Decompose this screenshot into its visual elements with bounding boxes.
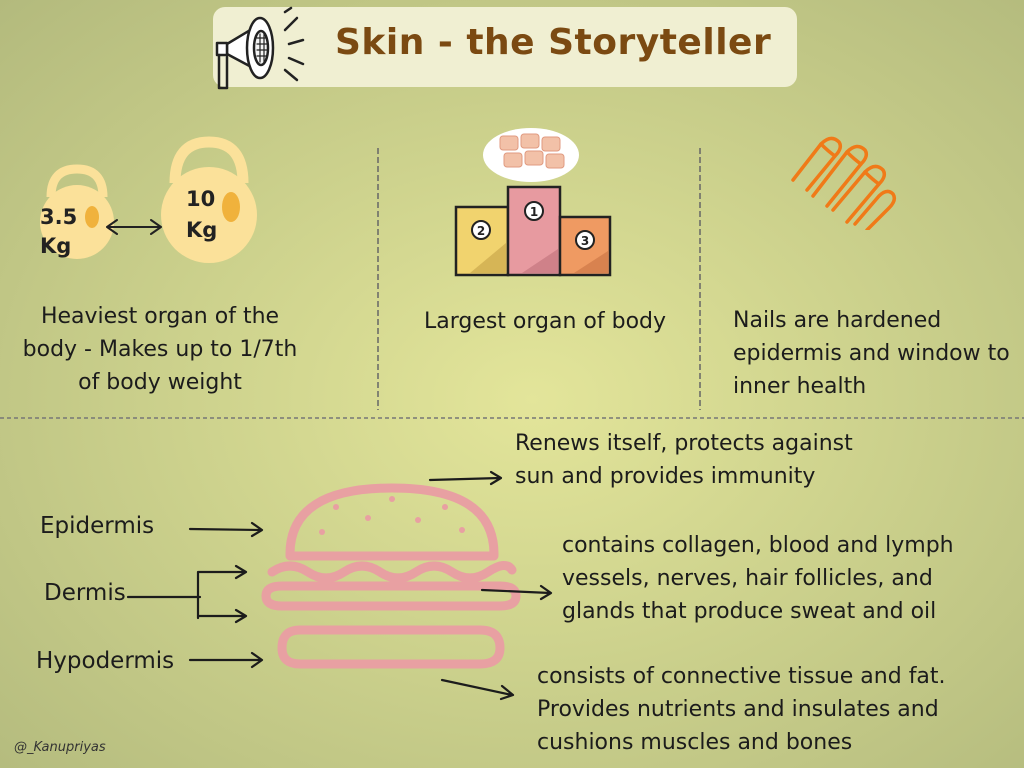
fact-largest-caption: Largest organ of body xyxy=(423,309,667,334)
burger-diagram xyxy=(126,470,553,701)
podium-rank-first: 1 xyxy=(530,205,538,219)
layer-description-epidermis: Renews itself, protects against sun and … xyxy=(515,431,853,489)
kettlebell-icon xyxy=(40,136,257,263)
arrow-hypodermis-desc xyxy=(440,678,515,701)
podium-icon: 2 1 3 xyxy=(454,128,612,277)
arrow-hypodermis xyxy=(188,651,264,669)
burger-sesame-seeds xyxy=(319,496,465,535)
megaphone-icon xyxy=(215,6,305,90)
podium-rank-third: 3 xyxy=(581,234,589,248)
layer-description-dermis: contains collagen, blood and lymph vesse… xyxy=(562,533,954,624)
small-weight-label: 3.5 Kg xyxy=(40,205,78,258)
nails-icon xyxy=(791,136,897,230)
arrow-dermis-desc xyxy=(480,584,553,601)
title-banner xyxy=(213,7,797,87)
layer-description-hypodermis: consists of connective tissue and fat. P… xyxy=(537,664,946,755)
arrow-epidermis-desc xyxy=(428,470,503,486)
large-weight-label: 10 Kg xyxy=(186,187,218,242)
podium-rank-second: 2 xyxy=(477,224,485,238)
arrow-epidermis xyxy=(188,521,264,538)
arrow-dermis xyxy=(126,564,248,624)
layer-label-dermis: Dermis xyxy=(44,580,126,606)
fact-nails-caption: Nails are hardened epidermis and window … xyxy=(733,308,1010,399)
burger-patty xyxy=(261,581,521,611)
layer-label-epidermis: Epidermis xyxy=(40,513,155,539)
fact-heaviest-caption: Heaviest organ of the body - Makes up to… xyxy=(22,304,298,395)
layer-label-hypodermis: Hypodermis xyxy=(36,648,175,674)
burger-top-bun xyxy=(285,483,499,561)
burger-bottom-bun xyxy=(277,625,505,669)
burger-lettuce xyxy=(267,561,517,583)
watermark: @_Kanupriyas xyxy=(14,740,106,755)
page-title: Skin - the Storyteller xyxy=(335,22,772,63)
